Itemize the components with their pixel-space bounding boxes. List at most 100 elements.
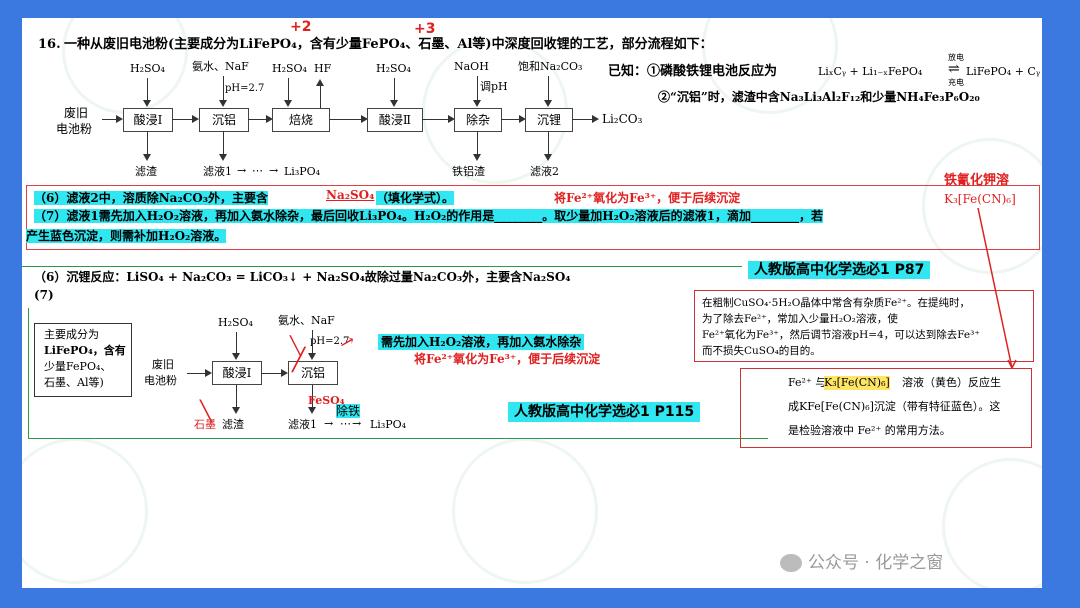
flow-arrow-head	[192, 115, 199, 123]
small-graphite-strike: ╲	[200, 399, 213, 423]
red-note: 将Fe²⁺氧化为Fe³⁺，便于后续沉淀	[414, 352, 601, 366]
flow-filtrate2: 滤液2	[530, 165, 559, 178]
reagent-naoh: NaOH	[454, 60, 489, 73]
textbook-p87: 人教版高中化学选必1 P87	[748, 261, 931, 279]
small-strike-ph: ╲	[290, 336, 301, 357]
main-components-box	[34, 323, 132, 397]
flow-arrow-line	[548, 76, 549, 100]
small-reagent-h2so4: H₂SO₄	[218, 316, 253, 329]
p115-line2: 成KFe[Fe(CN)₆]沉淀（带有特征蓝色）。这	[788, 400, 1001, 413]
reagent-hf: HF	[314, 62, 332, 75]
flow-arrow-head	[143, 154, 151, 161]
watermark-seal	[922, 138, 1042, 274]
analysis-left-rule	[28, 308, 29, 438]
flow-arrow-line	[223, 76, 224, 100]
flow-li3po4: Li₃PO₄	[284, 165, 321, 178]
flow-arrow-line	[312, 330, 313, 354]
flow-residue: 滤渣	[135, 165, 157, 178]
small-step-al: 沉铝	[288, 361, 338, 385]
answer-reagent-name: 铁氰化钾溶	[944, 173, 1010, 188]
flow-arrow-line	[187, 373, 207, 374]
reagent-ph: pH=2.7	[225, 83, 265, 94]
q6-text-b: （填化学式）。	[376, 191, 455, 205]
watermark-seal	[22, 438, 148, 584]
flow-arrow-head	[361, 115, 368, 123]
flow-arrow-head	[592, 115, 599, 123]
flow-arrow-head	[308, 407, 316, 414]
flow-arrow-head	[390, 100, 398, 107]
small-residue: 滤渣	[222, 418, 244, 431]
known-label-1: 已知：①磷酸铁锂电池反应为	[608, 64, 778, 79]
reagent-ammonia: 氨水、NaF	[192, 60, 249, 73]
main-comp-1: 主要成分为	[44, 328, 99, 341]
flow-arrow-line	[261, 373, 283, 374]
analysis-line6: （6）沉锂反应：LiSO₄ + Na₂CO₃ = LiCO₃↓ + Na₂SO₄…	[34, 270, 571, 284]
main-comp-3: 少量FePO₄、	[44, 360, 112, 373]
q7-line2: 产生蓝色沉淀，则需补加H₂O₂溶液。	[26, 229, 227, 243]
flow-arrow-head	[116, 115, 123, 123]
flow-arrow-head	[219, 100, 227, 107]
flow-arrow-head	[308, 353, 316, 360]
analysis-bottom-rule	[28, 438, 768, 439]
reagent-h2so4-1: H₂SO₄	[130, 62, 165, 75]
flow-arrow-line	[248, 119, 268, 120]
small-remove-fe: 除铁	[336, 404, 361, 418]
small-li3po4: Li₃PO₄	[370, 418, 407, 431]
p115-box	[740, 368, 1032, 448]
flow-arrow-line	[312, 385, 313, 407]
flow-step-purify: 除杂	[454, 108, 502, 132]
p115-line3: 是检验溶液中 Fe²⁺ 的常用方法。	[788, 424, 951, 437]
small-flow-start-2: 电池粉	[144, 374, 177, 387]
flow-arrow-line	[394, 78, 395, 100]
flow-arrow-head	[143, 100, 151, 107]
flow-dots-arrow: →	[269, 164, 279, 177]
flow-arrow-line	[236, 332, 237, 354]
small-reagent-ph: pH=2.7	[310, 336, 350, 347]
known-charge: 充电	[948, 78, 964, 87]
main-comp-4: 石墨、Al等)	[44, 376, 104, 389]
reagent-adjust-ph: 调pH	[480, 80, 508, 93]
question-number: 16.	[38, 37, 61, 52]
flow-arrow-line	[477, 76, 478, 100]
flow-dots: ⋯	[252, 164, 263, 177]
flow-filtrate1-arrow: →	[237, 164, 247, 177]
q6-text-a: （6）滤液2中，溶质除Na₂CO₃外，主要含	[34, 191, 268, 205]
flow-arrow-line	[236, 385, 237, 407]
flow-arrow-head	[473, 154, 481, 161]
answer-oxidize: 将Fe²⁺氧化为Fe³⁺，便于后续沉淀	[554, 191, 741, 205]
p87-box	[694, 290, 1034, 362]
flow-arrow-line	[329, 119, 363, 120]
small-filtrate1: 滤液1	[288, 418, 317, 431]
reagent-h2so4-2: H₂SO₄	[272, 62, 307, 75]
flow-step-acid1: 酸浸Ⅰ	[123, 108, 173, 132]
small-dots: ⋯	[340, 417, 351, 430]
known-equation-left: LiₓCᵧ + Li₁₋ₓFePO₄	[818, 65, 923, 78]
flow-arrow-head	[473, 100, 481, 107]
flow-arrow-line	[223, 131, 224, 155]
flow-arrow-head	[448, 115, 455, 123]
annotation-plus2: +2	[290, 19, 312, 35]
flow-arrow-head	[284, 100, 292, 107]
flow-arrow-line	[572, 119, 594, 120]
reagent-h2so4-3: H₂SO₄	[376, 62, 411, 75]
analysis-line7: (7)	[34, 288, 54, 302]
cyan-note: 需先加入H₂O₂溶液，再加入氨水除杂	[378, 334, 585, 350]
small-dots-arrow: →	[352, 417, 362, 430]
small-filtrate-arrow: →	[324, 417, 334, 430]
flow-arrow-line	[320, 86, 321, 108]
flow-arrow-head	[205, 369, 212, 377]
flow-step-al: 沉铝	[199, 108, 249, 132]
flow-step-li: 沉锂	[525, 108, 573, 132]
slide: 16. 一种从废旧电池粉(主要成分为LiFePO₄，含有少量FePO₄、石墨、A…	[22, 18, 1042, 588]
small-graphite: 石墨	[194, 418, 216, 431]
footer-brand: 公众号 · 化学之窗	[808, 553, 944, 573]
flow-arrow-line	[501, 119, 521, 120]
flow-arrow-head	[232, 353, 240, 360]
flow-start-2: 电池粉	[56, 122, 93, 136]
p87-line-2: 为了除去Fe²⁺，常加入少量H₂O₂溶液，使	[702, 313, 898, 325]
known-discharge: 放电	[948, 53, 964, 62]
flow-product: Li₂CO₃	[602, 112, 643, 126]
known-equilibrium-arrow: ⇌	[948, 61, 960, 77]
question-6-7-box	[26, 185, 1040, 250]
flow-step-roast: 焙烧	[272, 108, 330, 132]
